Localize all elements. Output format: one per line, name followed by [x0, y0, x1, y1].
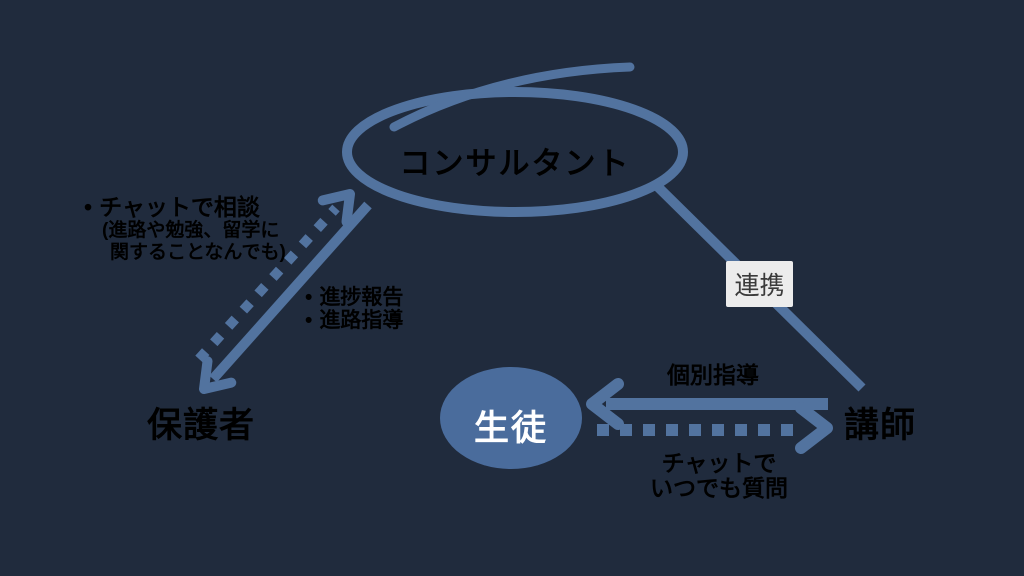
edge-caption-title: •チャットで相談	[84, 194, 286, 220]
student-label: 生徒	[473, 409, 548, 448]
edge-caption-item-text: 進捗報告	[319, 286, 404, 309]
arrowhead-left-icon	[586, 378, 624, 430]
student-ellipse	[440, 367, 582, 469]
edge-caption-item-text: 進路指導	[319, 309, 404, 332]
arrowhead-up-right-icon	[317, 189, 355, 227]
bullet-icon: •	[84, 194, 93, 220]
edge-caption-note-line1: (進路や勉強、留学に	[102, 220, 280, 242]
edge-caption-item: • 進路指導	[305, 309, 403, 332]
bullet-icon: •	[305, 309, 313, 332]
teacher-label: 講師	[843, 406, 916, 445]
edge-caption-line1: チャットで	[661, 450, 777, 476]
consultant-to-parent-line	[209, 201, 372, 383]
parent-label: 保護者	[146, 406, 255, 445]
parent-consultant-edge-caption: •チャットで相談 (進路や勉強、留学に 関することなんでも)	[84, 194, 286, 264]
consultant-ellipse-outline	[342, 87, 688, 217]
teacher-student-edge-caption: 個別指導	[667, 362, 759, 388]
consultant-to-parent-arrow	[199, 201, 372, 394]
arrowhead-right-icon	[795, 402, 833, 454]
bullet-icon: •	[305, 286, 313, 309]
edge-caption-item: • 進捗報告	[305, 286, 403, 309]
edge-caption-title-text: チャットで相談	[99, 194, 260, 220]
student-to-teacher-dotted-arrow	[597, 402, 833, 454]
consultant-parent-edge-caption: • 進捗報告 • 進路指導	[305, 286, 403, 332]
arrowhead-down-left-icon	[199, 356, 237, 394]
teacher-to-student-arrow	[586, 378, 828, 430]
consultant-ellipse-extra-stroke	[389, 62, 635, 132]
link-label: 連携	[734, 272, 785, 300]
link-label-box: 連携	[726, 261, 793, 307]
edge-caption-note-line2: 関することなんでも)	[110, 242, 286, 264]
parent-to-consultant-dotted-arrow	[195, 189, 355, 363]
consultant-label: コンサルタント	[399, 146, 631, 181]
student-teacher-edge-caption: チャットで いつでも質問	[619, 451, 819, 501]
edge-caption-line2: いつでも質問	[650, 475, 788, 501]
